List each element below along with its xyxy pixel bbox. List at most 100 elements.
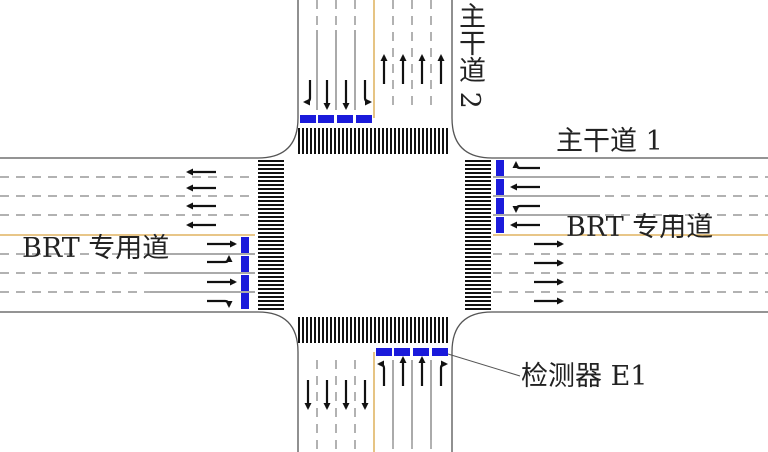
crosswalk-stripe xyxy=(390,128,392,154)
crosswalk-stripe xyxy=(465,192,491,194)
crosswalk-stripe xyxy=(298,128,300,154)
crosswalk-stripe xyxy=(442,128,444,154)
crosswalk-stripe xyxy=(446,317,448,343)
crosswalk-stripe xyxy=(314,128,316,154)
crosswalk-stripe xyxy=(366,317,368,343)
detectors-west xyxy=(241,237,249,309)
crosswalk-stripe xyxy=(354,317,356,343)
crosswalk-stripe xyxy=(258,200,284,202)
crosswalk-stripe xyxy=(386,317,388,343)
crosswalk-stripe xyxy=(258,252,284,254)
crosswalk-stripe xyxy=(258,220,284,222)
crosswalk-stripe xyxy=(446,128,448,154)
crosswalk-stripe xyxy=(258,192,284,194)
crosswalk-stripe xyxy=(465,244,491,246)
crosswalk-stripe xyxy=(465,300,491,302)
crosswalk-stripe xyxy=(362,317,364,343)
crosswalk-stripe xyxy=(354,128,356,154)
crosswalk-south xyxy=(298,317,448,343)
crosswalk-stripe xyxy=(318,128,320,154)
crosswalk-stripe xyxy=(465,260,491,262)
crosswalk-stripe xyxy=(402,128,404,154)
crosswalk-stripe xyxy=(465,232,491,234)
crosswalk-stripe xyxy=(465,264,491,266)
crosswalk-stripe xyxy=(258,292,284,294)
crosswalk-stripe xyxy=(330,317,332,343)
crosswalk-stripe xyxy=(342,317,344,343)
crosswalk-north xyxy=(298,128,448,154)
crosswalk-stripe xyxy=(258,276,284,278)
crosswalk-stripe xyxy=(434,128,436,154)
crosswalk-stripe xyxy=(258,308,284,310)
crosswalk-stripe xyxy=(465,216,491,218)
crosswalk-east xyxy=(465,160,491,310)
crosswalk-stripe xyxy=(346,317,348,343)
crosswalk-stripe xyxy=(465,268,491,270)
crosswalk-stripe xyxy=(258,164,284,166)
crosswalk-stripe xyxy=(334,317,336,343)
crosswalk-stripe xyxy=(258,272,284,274)
crosswalk-stripe xyxy=(258,304,284,306)
brt-lane-label-right: BRT 专用道 xyxy=(566,212,714,243)
lane-arrows xyxy=(186,54,564,410)
crosswalk-stripe xyxy=(465,164,491,166)
crosswalk-stripe xyxy=(338,317,340,343)
crosswalk-stripe xyxy=(465,304,491,306)
crosswalk-stripe xyxy=(465,292,491,294)
crosswalk-stripe xyxy=(258,284,284,286)
crosswalk-stripe xyxy=(258,160,284,162)
crosswalk-stripe xyxy=(258,212,284,214)
crosswalk-stripe xyxy=(402,317,404,343)
crosswalk-stripe xyxy=(390,317,392,343)
crosswalk-stripe xyxy=(465,196,491,198)
crosswalk-stripe xyxy=(386,128,388,154)
crosswalk-stripe xyxy=(362,128,364,154)
crosswalk-stripe xyxy=(465,280,491,282)
crosswalk-stripe xyxy=(406,317,408,343)
crosswalk-stripe xyxy=(310,128,312,154)
crosswalk-stripe xyxy=(465,248,491,250)
main-road-1-label: 主干道 1 xyxy=(556,126,663,157)
crosswalk-stripe xyxy=(414,317,416,343)
crosswalk-stripe xyxy=(302,317,304,343)
crosswalk-stripe xyxy=(465,272,491,274)
crosswalk-stripe xyxy=(465,188,491,190)
crosswalk-stripe xyxy=(465,240,491,242)
crosswalk-stripe xyxy=(465,284,491,286)
crosswalk-stripe xyxy=(394,317,396,343)
brt-lane-label-left: BRT 专用道 xyxy=(22,233,170,264)
crosswalk-stripe xyxy=(326,128,328,154)
crosswalk-stripe xyxy=(258,256,284,258)
crosswalk-stripe xyxy=(338,128,340,154)
crosswalk-stripe xyxy=(422,317,424,343)
crosswalk-stripe xyxy=(438,317,440,343)
detector-e1-label: 检测器 E1 xyxy=(521,361,648,392)
crosswalk-stripe xyxy=(374,317,376,343)
crosswalk-stripe xyxy=(258,236,284,238)
crosswalk-stripe xyxy=(322,128,324,154)
crosswalk-stripe xyxy=(465,236,491,238)
crosswalk-stripe xyxy=(258,268,284,270)
crosswalk-stripe xyxy=(258,196,284,198)
crosswalk-stripe xyxy=(465,252,491,254)
crosswalk-stripe xyxy=(465,212,491,214)
crosswalk-stripe xyxy=(258,172,284,174)
crosswalk-stripe xyxy=(422,128,424,154)
crosswalk-stripe xyxy=(370,317,372,343)
crosswalk-stripe xyxy=(258,216,284,218)
crosswalk-stripe xyxy=(358,128,360,154)
crosswalk-stripe xyxy=(346,128,348,154)
crosswalk-stripe xyxy=(465,160,491,162)
crosswalk-stripe xyxy=(465,184,491,186)
crosswalk-stripe xyxy=(258,232,284,234)
crosswalk-stripe xyxy=(318,317,320,343)
crosswalk-stripe xyxy=(394,128,396,154)
detectors-east xyxy=(496,160,504,233)
crosswalk-stripe xyxy=(258,224,284,226)
crosswalk-stripe xyxy=(382,317,384,343)
crosswalk-stripe xyxy=(302,128,304,154)
crosswalk-stripe xyxy=(426,317,428,343)
